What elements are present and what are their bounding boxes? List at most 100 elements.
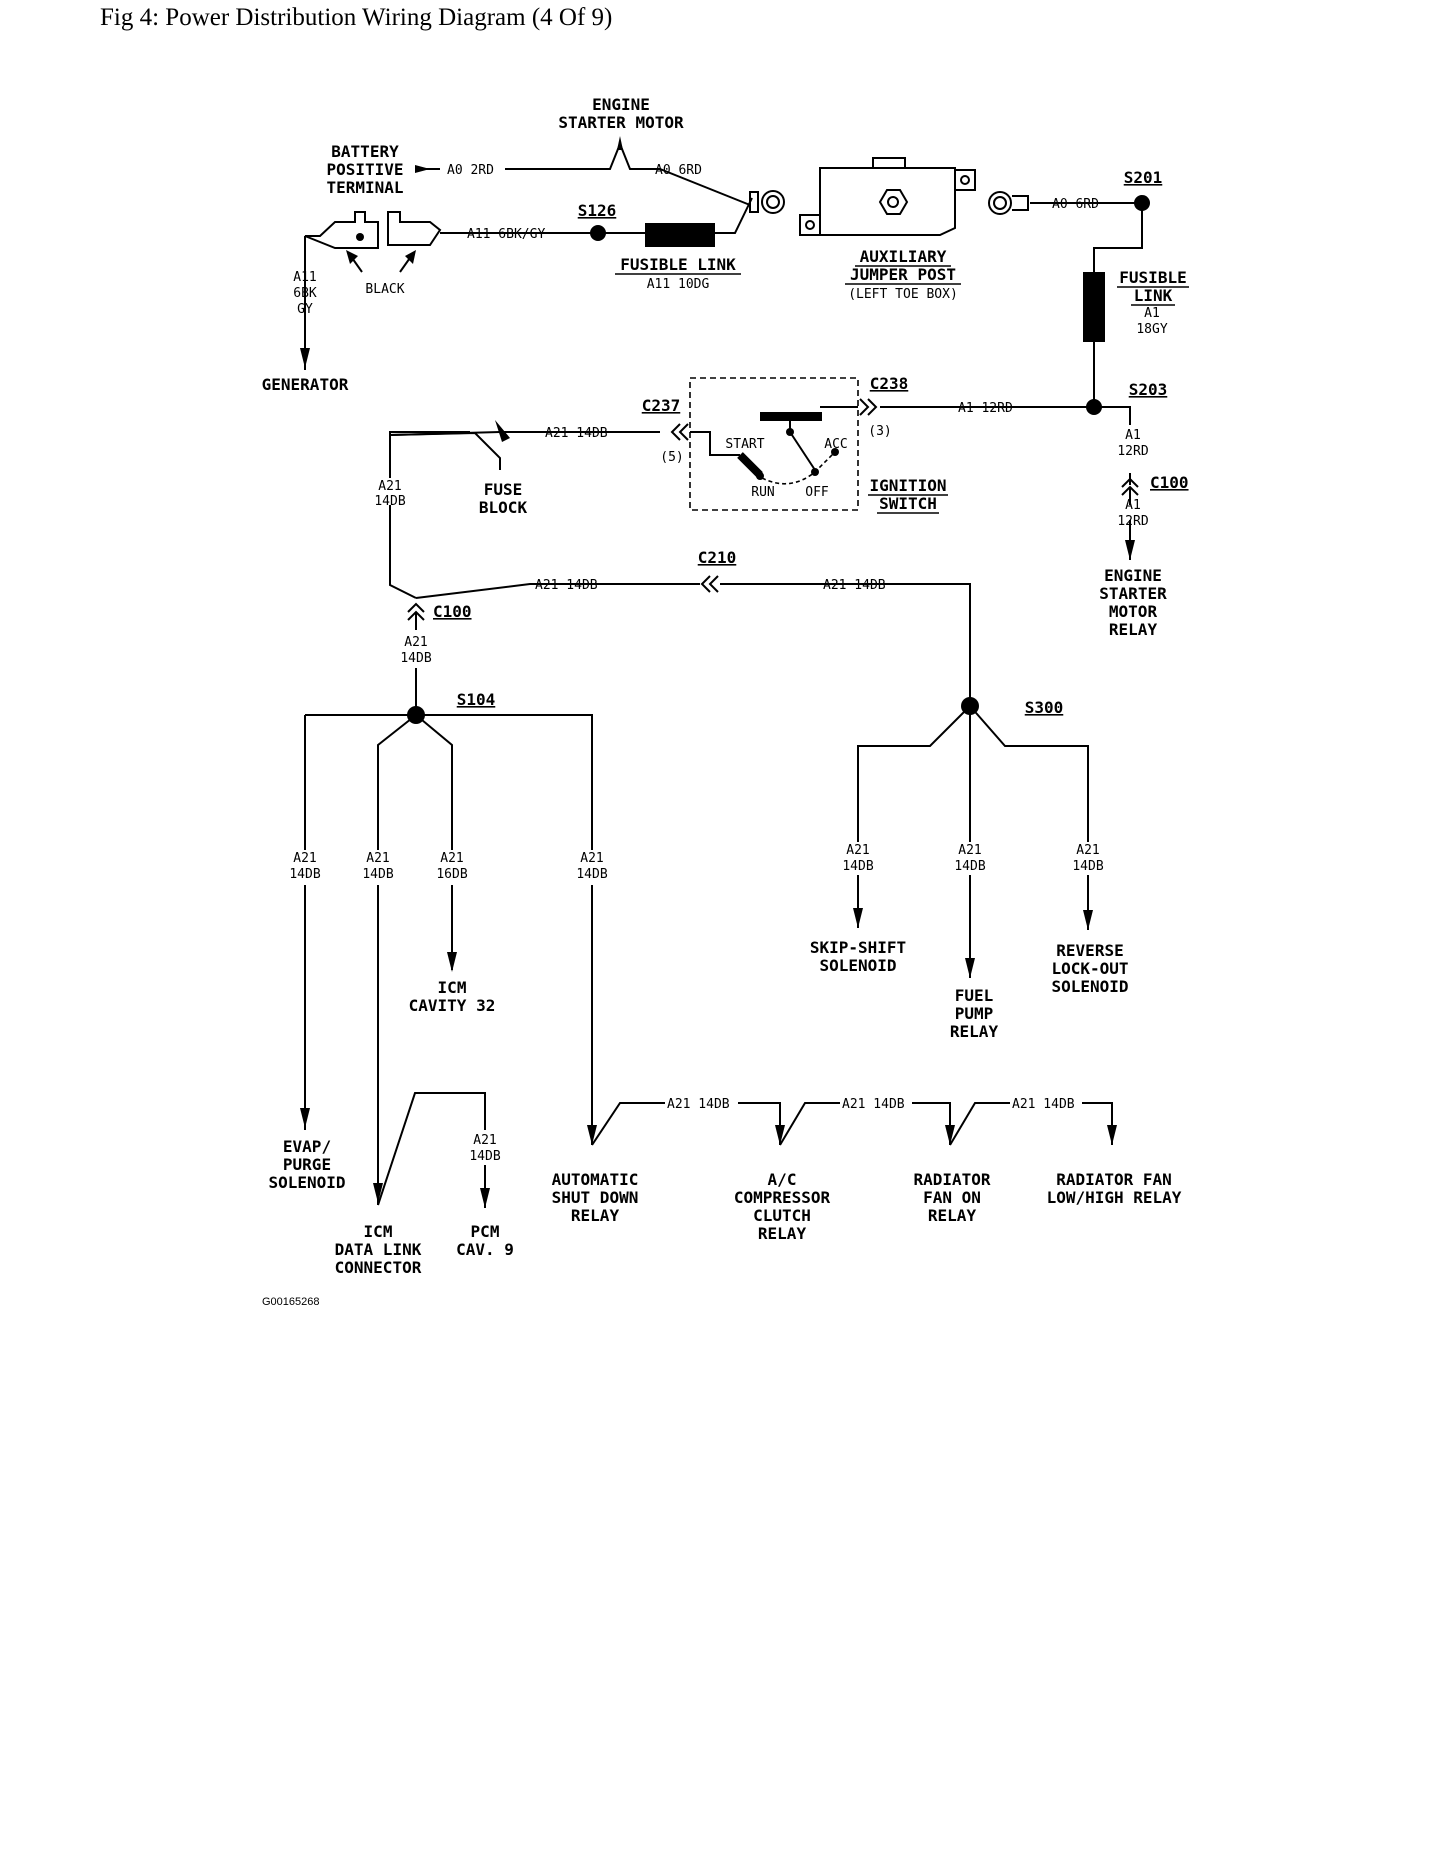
label-fuel-pump-l3: RELAY	[950, 1022, 999, 1041]
label-aux-l1: AUXILIARY	[860, 247, 947, 266]
label-reverse-l2: LOCK-OUT	[1051, 959, 1128, 978]
s104-splice-dot	[407, 706, 425, 724]
label-reverse-l1: REVERSE	[1056, 941, 1123, 960]
label-fusible-link-a1-l2: LINK	[1134, 286, 1173, 305]
label-icm-dlc-l1: ICM	[364, 1222, 393, 1241]
fusible-link-a11-symbol	[645, 223, 715, 247]
label-s203: S203	[1129, 380, 1168, 399]
wire-a0-2rd: A0 2RD	[447, 163, 494, 178]
label-s104: S104	[457, 690, 496, 709]
c100-a1-connector-symbol	[1121, 477, 1139, 505]
label-ac-l1: A/C	[768, 1170, 797, 1189]
label-engine-starter-motor-l2: STARTER MOTOR	[558, 113, 684, 132]
label-evap-l2: PURGE	[283, 1155, 331, 1174]
symbols	[304, 136, 1150, 724]
label-s201: S201	[1124, 168, 1163, 187]
wire-a1-12rd-v2-l2: 12RD	[1117, 514, 1148, 529]
label-ignition-switch-l2: SWITCH	[879, 494, 937, 513]
label-black: BLACK	[365, 282, 404, 297]
wire-a1-12rd-v2-l1: A1	[1125, 498, 1141, 513]
wire-a21-skip-l1: A21	[846, 843, 869, 858]
label-engine-starter-motor-l1: ENGINE	[592, 95, 650, 114]
label-skip-shift-l2: SOLENOID	[819, 956, 896, 975]
label-esm-relay-l2: STARTER	[1099, 584, 1167, 603]
label-fan-lowhigh-l1: RADIATOR FAN	[1056, 1170, 1172, 1189]
label-switch-start: START	[725, 437, 764, 452]
label-pcm-l1: PCM	[471, 1222, 500, 1241]
label-asd-l2: SHUT DOWN	[552, 1188, 639, 1207]
label-icm-dlc-l3: CONNECTOR	[335, 1258, 422, 1277]
label-c100-a1: C100	[1150, 473, 1189, 492]
label-icm-dlc-l2: DATA LINK	[335, 1240, 422, 1259]
c238-connector-symbol	[859, 398, 878, 416]
label-fusible-link-a1-l1: FUSIBLE	[1119, 268, 1186, 287]
wire-a21-bus-1: A21 14DB	[667, 1097, 730, 1112]
wire-a11-6bk-gy: A11 6BK/GY	[467, 227, 545, 242]
wire-a21-icm-dlc-l1: A21	[366, 851, 389, 866]
s201-splice-dot	[1134, 195, 1150, 211]
wire-a21-evap-l2: 14DB	[289, 867, 320, 882]
label-c210: C210	[698, 548, 737, 567]
c237-connector-symbol	[670, 423, 689, 441]
wire-a1-12rd-v1-l1: A1	[1125, 428, 1141, 443]
ring-terminal-right	[988, 191, 1029, 215]
label-ac-l3: CLUTCH	[753, 1206, 811, 1225]
wire-a21-asd-l1: A21	[580, 851, 603, 866]
wire-a21-evap-l1: A21	[293, 851, 316, 866]
label-reverse-l3: SOLENOID	[1051, 977, 1128, 996]
label-fuel-pump-l2: PUMP	[955, 1004, 994, 1023]
label-battery-l1: BATTERY	[331, 142, 399, 161]
wire-a21-c100-v-l1: A21	[404, 635, 427, 650]
label-fuel-pump-l1: FUEL	[955, 986, 994, 1005]
wire-lines	[300, 141, 1143, 1208]
c100-a21-connector-symbol	[407, 602, 425, 628]
label-asd-l1: AUTOMATIC	[552, 1170, 639, 1189]
label-switch-off: OFF	[805, 485, 829, 500]
battery-terminal-connector	[304, 211, 442, 273]
wire-a21-icm-dlc-l2: 14DB	[362, 867, 393, 882]
label-fusible-link-a11: FUSIBLE LINK	[620, 255, 736, 274]
figure-title: Fig 4: Power Distribution Wiring Diagram…	[100, 4, 613, 31]
label-s300: S300	[1025, 698, 1064, 717]
wire-a0-6rd-right: A0 6RD	[1052, 197, 1099, 212]
c210-connector-symbol	[700, 575, 719, 593]
label-c238: C238	[870, 374, 909, 393]
wire-a21-fuel-l2: 14DB	[954, 859, 985, 874]
label-generator: GENERATOR	[262, 375, 349, 394]
label-fan-lowhigh-l2: LOW/HIGH RELAY	[1047, 1188, 1182, 1207]
wire-a1-18gy-l2: 18GY	[1136, 322, 1167, 337]
label-ac-l4: RELAY	[758, 1224, 807, 1243]
wire-a21-reverse-l2: 14DB	[1072, 859, 1103, 874]
label-aux-l3: (LEFT TOE BOX)	[848, 287, 958, 302]
wire-a21-fuse-v-l1: A21	[378, 479, 401, 494]
label-asd-l3: RELAY	[571, 1206, 620, 1225]
label-fuse-block-l1: FUSE	[484, 480, 523, 499]
wire-a11-v-l3: GY	[297, 302, 313, 317]
wire-a21-bus-3: A21 14DB	[1012, 1097, 1075, 1112]
wire-a11-v-l1: A11	[293, 270, 316, 285]
wire-a11-10dg: A11 10DG	[647, 277, 710, 292]
wire-a21-icm32-l1: A21	[440, 851, 463, 866]
label-fan-on-l3: RELAY	[928, 1206, 977, 1225]
wire-a21-pcm-l1: A21	[473, 1133, 496, 1148]
wire-a11-v-l2: 6BK	[293, 286, 317, 301]
wire-a21-fuel-l1: A21	[958, 843, 981, 858]
wire-a1-18gy-l1: A1	[1144, 306, 1160, 321]
ignition-switch-symbol	[689, 377, 859, 511]
label-pin-3: (3)	[868, 424, 891, 439]
figure-id: G00165268	[262, 1296, 320, 1308]
label-pcm-l2: CAV. 9	[456, 1240, 514, 1259]
wire-a21-c210-right: A21 14DB	[823, 578, 886, 593]
label-ac-l2: COMPRESSOR	[734, 1188, 831, 1207]
wire-a21-icm32-l2: 16DB	[436, 867, 467, 882]
label-esm-relay-l3: MOTOR	[1109, 602, 1158, 621]
wire-a21-skip-l2: 14DB	[842, 859, 873, 874]
label-skip-shift-l1: SKIP-SHIFT	[810, 938, 906, 957]
label-pin-5: (5)	[660, 450, 683, 465]
auxiliary-jumper-post-symbol	[799, 157, 976, 236]
s300-splice-dot	[961, 697, 979, 715]
label-c100-a21: C100	[433, 602, 472, 621]
label-fan-on-l1: RADIATOR	[913, 1170, 990, 1189]
wire-a21-pcm-l2: 14DB	[469, 1149, 500, 1164]
